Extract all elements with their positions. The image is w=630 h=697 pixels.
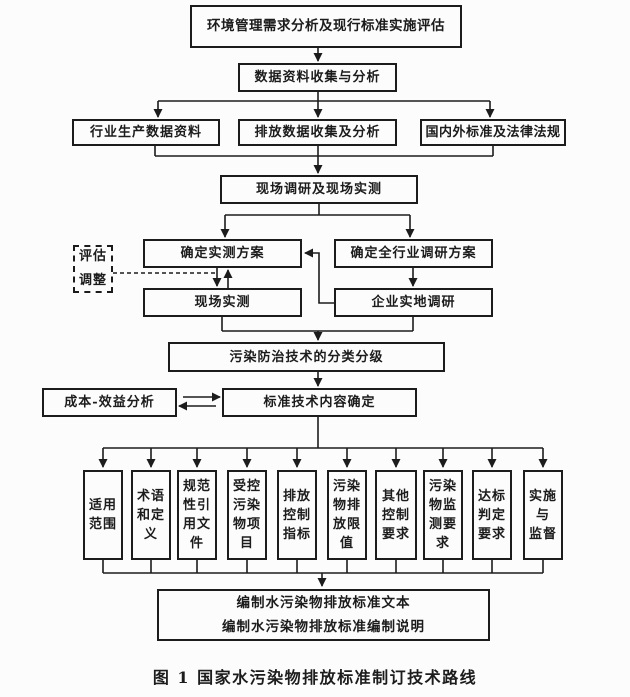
node-standards-laws: 国内外标准及法律法规 (420, 119, 566, 146)
node-field-survey: 现场调研及现场实测 (220, 175, 418, 204)
node-cost-benefit: 成本-效益分析 (42, 388, 177, 417)
section-normative-references: 规范 性引 用文 件 (177, 470, 217, 560)
node-industry-survey-plan: 确定全行业调研方案 (334, 239, 493, 268)
section-emission-control-indicators: 排放 控制 指标 (277, 470, 317, 560)
node-data-collection: 数据资料收集与分析 (238, 63, 397, 92)
node-emission-data: 排放数据收集及分析 (238, 119, 397, 146)
node-measurement-plan: 确定实测方案 (143, 239, 302, 268)
node-evaluate-adjust: 评估 调整 (73, 245, 113, 293)
section-terms-definitions: 术语 和定 义 (131, 470, 171, 560)
flow-arrows (98, 48, 548, 587)
section-monitoring-requirements: 污染 物监 测要 求 (423, 470, 463, 560)
section-compliance-determination: 达标 判定 要求 (472, 470, 512, 560)
section-controlled-pollutants: 受控 污染 物项 目 (227, 470, 267, 560)
node-env-needs-analysis: 环境管理需求分析及现行标准实施评估 (190, 5, 462, 48)
section-scope: 适用 范围 (83, 470, 123, 560)
node-industry-production-data: 行业生产数据资料 (72, 119, 220, 146)
section-other-control-requirements: 其他 控制 要求 (375, 470, 417, 560)
node-field-measurement: 现场实测 (143, 288, 302, 317)
node-tech-classification: 污染防治技术的分类分级 (168, 342, 445, 372)
node-final-documents: 编制水污染物排放标准文本 编制水污染物排放标准编制说明 (157, 589, 490, 641)
section-discharge-limits: 污染 物排 放限 值 (327, 470, 367, 560)
node-standard-content: 标准技术内容确定 (222, 388, 417, 417)
figure-caption: 图 1 国家水污染物排放标准制订技术路线 (152, 668, 478, 687)
node-enterprise-survey: 企业实地调研 (334, 288, 493, 317)
section-implementation-supervision: 实施 与 监督 (523, 470, 563, 560)
